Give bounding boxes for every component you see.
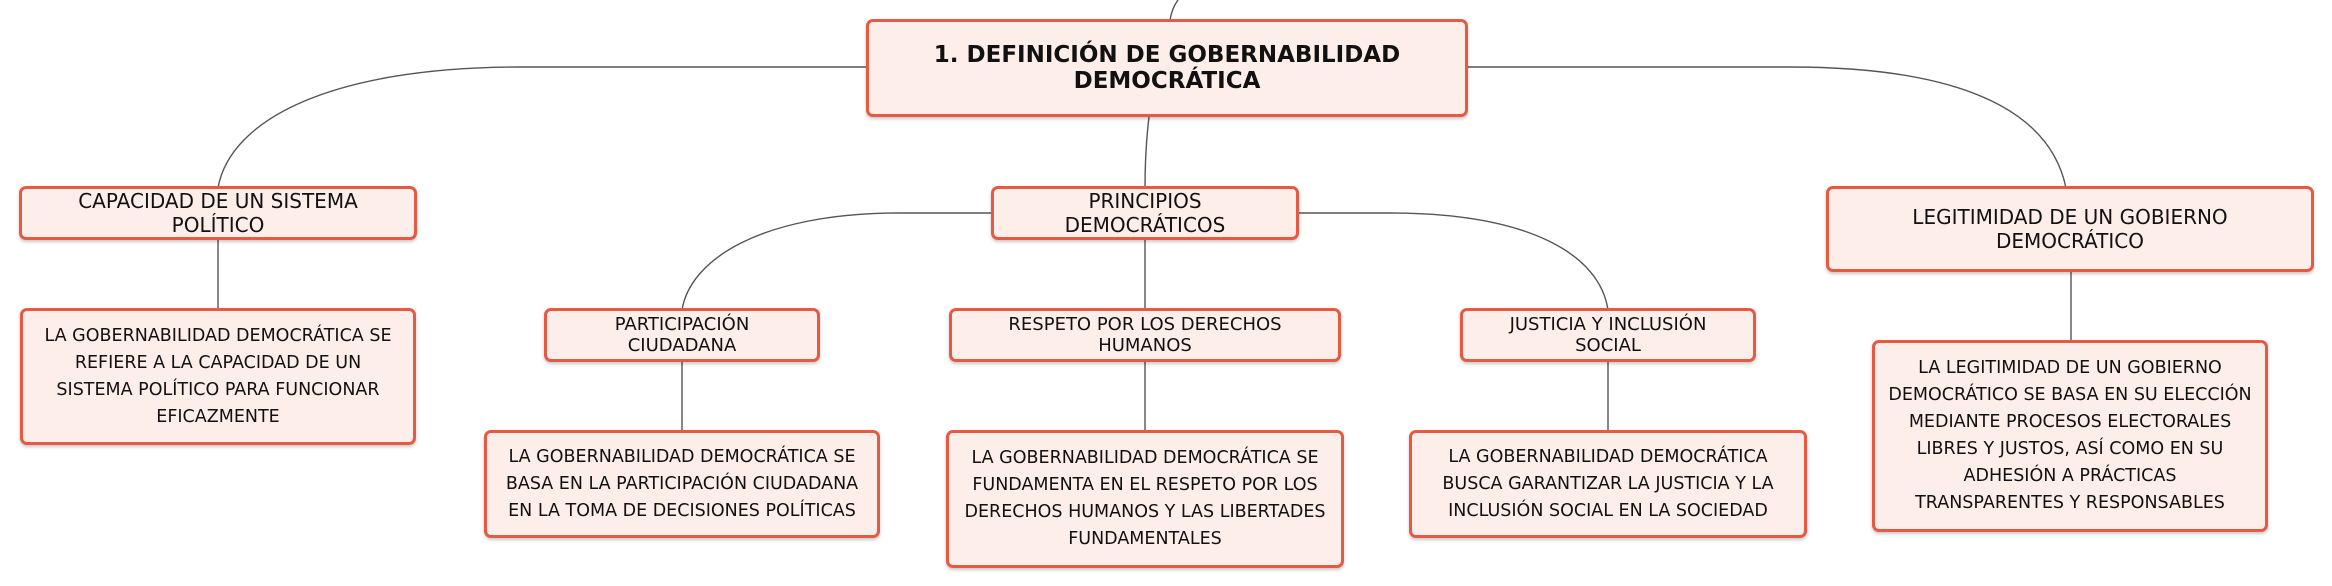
- root-node[interactable]: 1. DEFINICIÓN DE GOBERNABILIDAD DEMOCRÁT…: [866, 19, 1468, 117]
- participacion-detail-node[interactable]: LA GOBERNABILIDAD DEMOCRÁTICA SE BASA EN…: [484, 430, 880, 538]
- capacidad-node[interactable]: CAPACIDAD DE UN SISTEMA POLÍTICO: [19, 186, 417, 240]
- link-root-capacidad: [217, 66, 868, 189]
- link-root-legitimidad: [1466, 66, 2067, 189]
- legitimidad-node-label: LEGITIMIDAD DE UN GOBIERNO DEMOCRÁTICO: [1912, 205, 2228, 253]
- justicia-detail-node[interactable]: LA GOBERNABILIDAD DEMOCRÁTICA BUSCA GARA…: [1409, 430, 1807, 538]
- link-parent-root: [1169, 0, 1179, 21]
- justicia-node-label: JUSTICIA Y INCLUSIÓN SOCIAL: [1509, 314, 1707, 356]
- principios-node-label: PRINCIPIOS DEMOCRÁTICOS: [1064, 189, 1226, 237]
- participacion-node-label: PARTICIPACIÓN CIUDADANA: [614, 314, 750, 356]
- capacidad-node-label: CAPACIDAD DE UN SISTEMA POLÍTICO: [78, 189, 358, 237]
- legitimidad-detail-text: LA LEGITIMIDAD DE UN GOBIERNO DEMOCRÁTIC…: [1888, 358, 2252, 513]
- legitimidad-node[interactable]: LEGITIMIDAD DE UN GOBIERNO DEMOCRÁTICO: [1826, 186, 2314, 272]
- respeto-detail-text: LA GOBERNABILIDAD DEMOCRÁTICA SE FUNDAME…: [964, 448, 1326, 549]
- link-principios-justicia: [1297, 212, 1609, 311]
- principios-node[interactable]: PRINCIPIOS DEMOCRÁTICOS: [991, 186, 1299, 240]
- link-principios-participacion: [681, 212, 993, 311]
- respeto-detail-node[interactable]: LA GOBERNABILIDAD DEMOCRÁTICA SE FUNDAME…: [946, 430, 1344, 568]
- root-node-label: 1. DEFINICIÓN DE GOBERNABILIDAD DEMOCRÁT…: [933, 42, 1401, 94]
- capacidad-detail-text: LA GOBERNABILIDAD DEMOCRÁTICA SE REFIERE…: [44, 325, 392, 427]
- link-root-principios: [1144, 116, 1150, 189]
- respeto-node[interactable]: RESPETO POR LOS DERECHOS HUMANOS: [949, 308, 1341, 362]
- respeto-node-label: RESPETO POR LOS DERECHOS HUMANOS: [1008, 314, 1282, 356]
- justicia-node[interactable]: JUSTICIA Y INCLUSIÓN SOCIAL: [1460, 308, 1756, 362]
- participacion-node[interactable]: PARTICIPACIÓN CIUDADANA: [544, 308, 820, 362]
- justicia-detail-text: LA GOBERNABILIDAD DEMOCRÁTICA BUSCA GARA…: [1442, 446, 1774, 521]
- legitimidad-detail-node[interactable]: LA LEGITIMIDAD DE UN GOBIERNO DEMOCRÁTIC…: [1872, 340, 2268, 532]
- participacion-detail-text: LA GOBERNABILIDAD DEMOCRÁTICA SE BASA EN…: [505, 446, 859, 521]
- capacidad-detail-node[interactable]: LA GOBERNABILIDAD DEMOCRÁTICA SE REFIERE…: [20, 308, 416, 445]
